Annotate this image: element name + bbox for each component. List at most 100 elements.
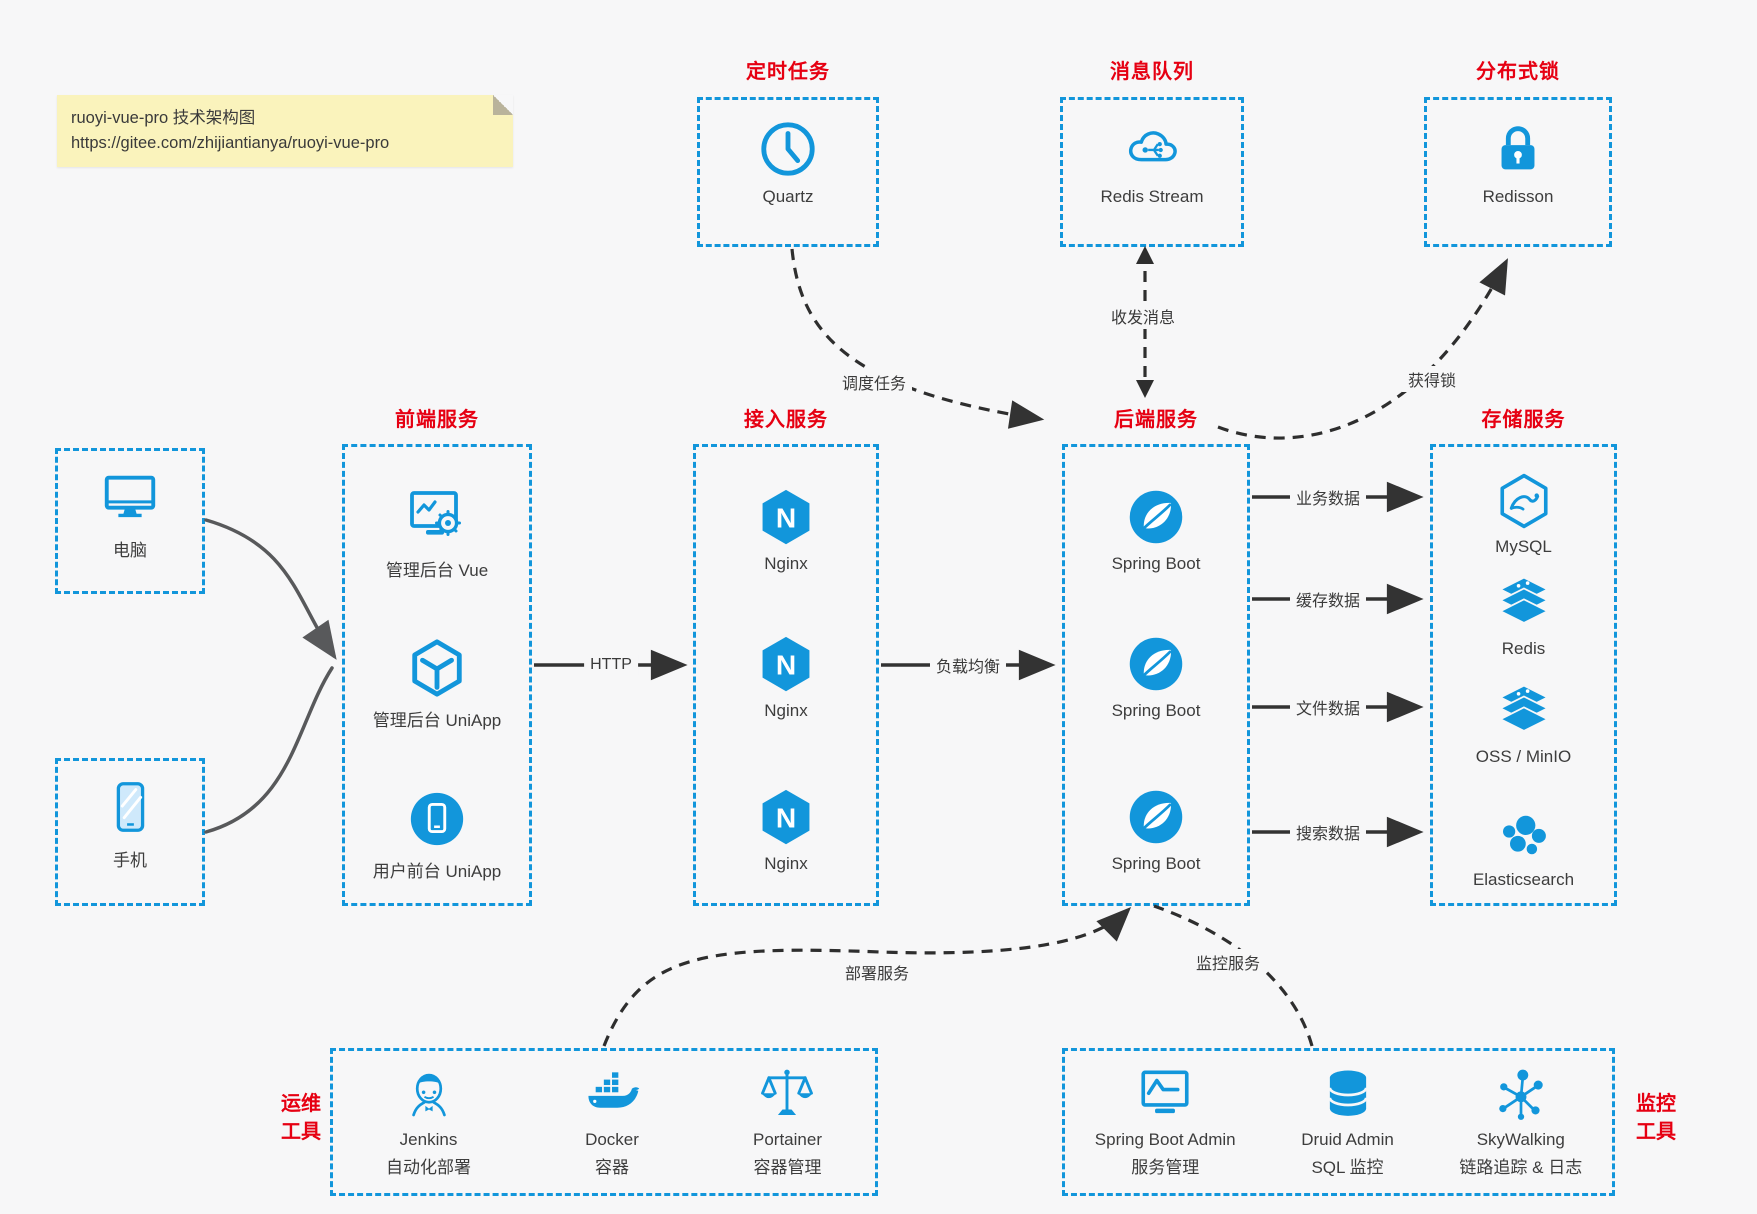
redisson-box: Redisson [1424,97,1612,247]
edge-label-search-data: 搜索数据 [1289,819,1367,845]
uniapp-cube-icon [412,639,462,697]
backend-box: Spring Boot Spring Boot Spring Boot [1062,444,1250,906]
client-pc-box: 电脑 [55,448,205,594]
backend-item-label: Spring Boot [1111,554,1201,573]
monitor-item-desc: SQL 监控 [1311,1158,1384,1177]
monitor-item-name: SkyWalking [1476,1130,1565,1149]
storage-item-label: Elasticsearch [1472,870,1575,889]
client-phone-box: 手机 [55,758,205,906]
frontend-item-label: 管理后台 Vue [385,561,489,580]
ops-item-desc: 自动化部署 [386,1158,471,1177]
database-icon [1328,1070,1367,1116]
edge-label-cache-data: 缓存数据 [1289,586,1367,612]
layer-stack-icon [1497,684,1550,732]
storage-item-label: OSS / MinIO [1475,747,1572,766]
svg-text:N: N [776,502,796,533]
monitor-item-skywalking: SkyWalking 链路追踪 & 日志 [1459,1066,1582,1178]
gear-icon [435,510,461,536]
edge-label-http: HTTP [584,655,638,675]
mobile-app-circle-icon [410,792,464,846]
ops-item-docker: Docker 容器 [583,1066,641,1178]
backend-item-label: Spring Boot [1111,854,1201,873]
gateway-item-label: Nginx [764,854,808,873]
ops-tools-box [330,1048,878,1196]
monitor-item-desc: 服务管理 [1131,1158,1200,1177]
edge-label-send-receive-message: 收发消息 [1104,303,1182,329]
monitor-item-druid: Druid Admin SQL 监控 [1301,1066,1394,1178]
ops-item-desc: 容器 [595,1158,629,1177]
lock-icon [1501,126,1535,170]
client-merge-curves [204,518,337,834]
title-frontend: 前端服务 [395,409,479,431]
frontend-box: 管理后台 Vue 管理后台 UniApp 用户前台 UniApp [342,444,532,906]
title-backend: 后端服务 [1114,409,1198,431]
ops-item-name: Jenkins [399,1130,458,1149]
desktop-icon [104,475,156,518]
spring-boot-icon [1129,490,1183,544]
nginx-icon: N [762,489,810,545]
edge-label-monitor-service: 监控服务 [1189,949,1267,975]
storage-box: MySQL Redis OSS / MinIO [1430,444,1617,906]
ops-item-name: Portainer [753,1130,822,1149]
redis-stream-box: Redis Stream [1060,97,1244,247]
edge-label-acquire-lock: 获得锁 [1401,366,1463,392]
client-pc-label: 电脑 [113,541,147,560]
title-gateway: 接入服务 [744,409,828,431]
monitor-item-sb-admin: Spring Boot Admin 服务管理 [1095,1066,1236,1178]
sticky-note: ruoyi-vue-pro 技术架构图 https://gitee.com/zh… [57,95,513,167]
backend-item-label: Spring Boot [1111,701,1201,720]
elasticsearch-cluster-icon [1502,815,1546,855]
note-title: ruoyi-vue-pro 技术架构图 [71,109,256,127]
ops-item-name: Docker [585,1130,639,1149]
node-graph-icon [1499,1069,1543,1120]
edge-label-load-balance: 负载均衡 [929,652,1007,678]
note-url: https://gitee.com/zhijiantianya/ruoyi-vu… [71,134,390,152]
redis-stream-label: Redis Stream [1100,187,1204,206]
monitor-tools-title: 监控 工具 [1636,1093,1676,1143]
clock-icon [761,122,815,176]
monitor-item-name: Druid Admin [1301,1130,1394,1149]
admin-screen-gear-icon [410,491,461,536]
client-phone-label: 手机 [113,851,147,870]
title-message-queue: 消息队列 [1110,61,1194,83]
storage-item-label: Redis [1501,639,1546,658]
frontend-item-label: 管理后台 UniApp [372,711,502,730]
phone-icon [116,782,145,832]
jenkins-icon [411,1073,446,1117]
spring-boot-icon [1129,637,1183,691]
nginx-icon: N [762,789,810,845]
frontend-item-label: 用户前台 UniApp [372,862,502,881]
quartz-box: Quartz [697,97,879,247]
title-distributed-lock: 分布式锁 [1476,61,1560,83]
gateway-item-label: Nginx [764,554,808,573]
scales-icon [761,1069,814,1115]
edge-label-file-data: 文件数据 [1289,694,1367,720]
docker-whale-icon [588,1072,640,1108]
gateway-box: N Nginx N Nginx N Nginx [693,444,879,906]
title-scheduled-task: 定时任务 [746,61,830,83]
monitor-item-desc: 链路追踪 & 日志 [1459,1158,1583,1177]
gateway-item-label: Nginx [764,701,808,720]
quartz-label: Quartz [762,187,814,206]
spring-boot-icon [1129,790,1183,844]
edge-label-deploy-service: 部署服务 [838,959,916,985]
edge-label-schedule-task: 调度任务 [835,369,913,395]
ops-tools-title: 运维 工具 [281,1093,321,1143]
title-storage: 存储服务 [1481,409,1566,431]
storage-item-label: MySQL [1495,537,1552,556]
redisson-label: Redisson [1482,187,1554,206]
monitor-chart-icon [1141,1070,1189,1114]
layer-stack-icon [1497,576,1550,624]
cloud-stream-icon [1128,131,1177,162]
monitor-tools-box [1062,1048,1615,1196]
ops-item-jenkins: Jenkins 自动化部署 [386,1066,471,1178]
monitor-item-name: Spring Boot Admin [1094,1130,1236,1149]
svg-text:N: N [776,802,796,833]
mysql-icon [1499,473,1548,529]
sticky-note-fold [493,95,513,115]
svg-text:N: N [776,649,796,680]
edge-label-business-data: 业务数据 [1289,484,1367,510]
ops-item-desc: 容器管理 [753,1158,822,1177]
nginx-icon: N [762,636,810,692]
